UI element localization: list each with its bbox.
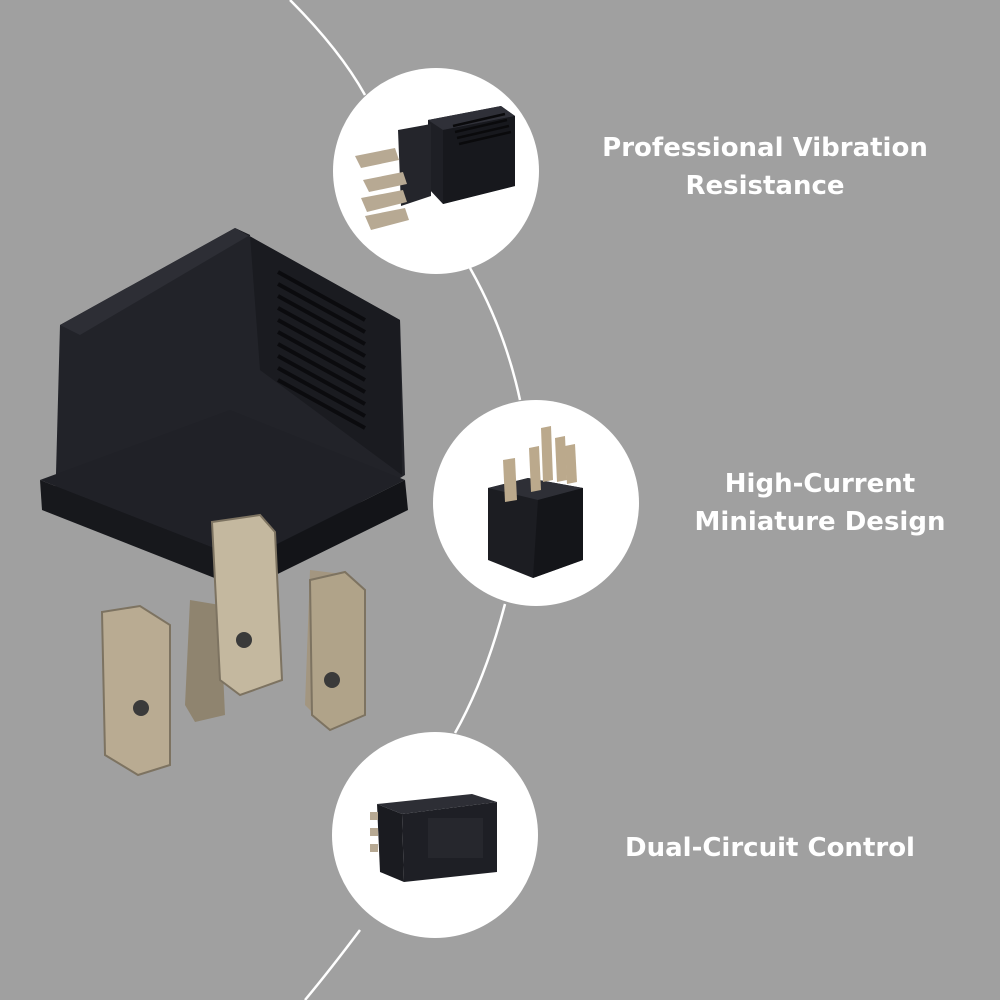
feature-label-dual-circuit: Dual-Circuit Control bbox=[600, 829, 940, 867]
feature-label-vibration: Professional Vibration Resistance bbox=[580, 129, 950, 205]
feature-label-line: Professional Vibration bbox=[602, 133, 928, 163]
feature-label-line: Dual-Circuit Control bbox=[625, 833, 915, 863]
feature-label-line: Miniature Design bbox=[694, 507, 946, 537]
feature-label-line: Resistance bbox=[685, 171, 845, 201]
feature-image-dual-circuit bbox=[332, 732, 538, 938]
relay-side-view-icon bbox=[355, 106, 515, 230]
automotive-relay-icon bbox=[40, 228, 408, 777]
relay-pins-up-icon bbox=[488, 426, 583, 578]
automotive-relay-image bbox=[20, 210, 420, 790]
feature-image-high-current bbox=[433, 400, 639, 606]
feature-label-line: High-Current bbox=[724, 469, 916, 499]
feature-label-high-current: High-Current Miniature Design bbox=[670, 465, 970, 541]
feature-image-vibration bbox=[333, 68, 539, 274]
relay-flat-view-icon bbox=[370, 794, 497, 882]
